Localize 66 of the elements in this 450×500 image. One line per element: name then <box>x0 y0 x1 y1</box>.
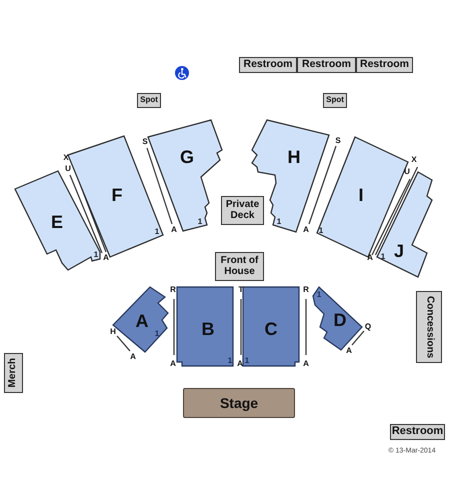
section-letter: C <box>264 320 278 338</box>
row-letter: S <box>142 138 148 146</box>
seating-section <box>112 286 169 353</box>
facility-box <box>4 353 23 393</box>
section-letter: B <box>202 320 214 338</box>
row-number: 1 <box>316 291 322 299</box>
section-letter: D <box>334 311 346 329</box>
row-letter: A <box>103 254 109 262</box>
seating-section <box>316 136 409 258</box>
row-letter: S <box>335 137 341 145</box>
row-letter: U <box>404 168 410 176</box>
row-letter: A <box>171 226 177 234</box>
facility-label: Spot <box>140 96 158 105</box>
row-number: 1 <box>154 228 160 236</box>
row-letter: A <box>367 254 373 262</box>
facility-label: Merch <box>8 358 19 388</box>
seating-section <box>242 286 300 367</box>
facility-label: Restroom <box>360 59 409 70</box>
seating-section <box>312 286 363 351</box>
row-number: 1 <box>198 218 202 226</box>
row-letter: A <box>303 226 309 234</box>
section-letter: I <box>358 186 364 204</box>
row-number: 1 <box>318 227 324 235</box>
stage-block <box>183 388 295 418</box>
row-letter: R <box>303 286 309 294</box>
facility-label: Private Deck <box>224 200 260 221</box>
row-letter: U <box>65 165 71 173</box>
facility-box <box>323 93 347 108</box>
row-letter: R <box>170 286 176 294</box>
row-number: 1 <box>380 253 386 261</box>
facility-label: Restroom <box>302 59 351 70</box>
facility-box <box>356 57 413 73</box>
seating-section <box>147 119 223 232</box>
row-letter: A <box>170 360 176 368</box>
seating-section <box>176 286 234 367</box>
seating-section <box>14 170 101 271</box>
row-number: 1 <box>94 251 98 259</box>
row-letter: X <box>63 154 69 162</box>
stage-label: Stage <box>220 396 258 410</box>
row-number: 1 <box>154 330 160 338</box>
row-letter: H <box>110 328 116 336</box>
facility-box <box>416 291 442 363</box>
row-letter: A <box>303 360 309 368</box>
section-letter: H <box>288 148 300 166</box>
facility-label: Restroom <box>243 59 292 70</box>
section-letter: E <box>51 213 63 231</box>
row-letter: A <box>130 353 136 361</box>
row-number: 1 <box>244 357 250 365</box>
facility-label: Restroom <box>392 426 444 438</box>
section-letter: F <box>112 186 122 204</box>
seating-section <box>67 135 164 258</box>
facility-label: Concessions <box>424 296 434 358</box>
row-letter: A <box>346 347 352 355</box>
facility-box <box>137 93 161 108</box>
facility-box <box>221 196 264 225</box>
facility-label: Front of House <box>220 256 260 277</box>
row-letter: X <box>411 156 417 164</box>
row-number: 1 <box>228 357 232 365</box>
facility-box <box>215 252 264 281</box>
facility-label: Spot <box>326 96 344 105</box>
section-letter: G <box>180 148 194 166</box>
facility-box <box>297 57 356 73</box>
section-letter: J <box>394 242 404 260</box>
section-letter: A <box>136 312 148 330</box>
row-number: 1 <box>276 218 282 226</box>
facility-box <box>239 57 297 73</box>
